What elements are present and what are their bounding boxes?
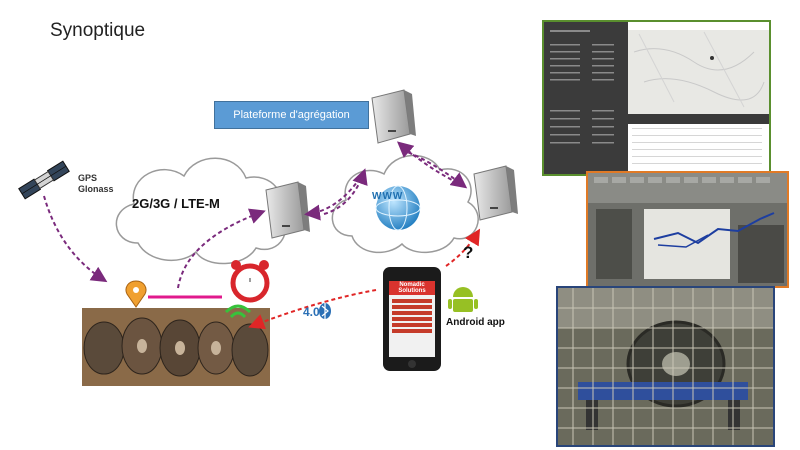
phone-app-brand-line1: Nomadic: [399, 282, 425, 288]
gps-label-line2: Glonass: [78, 184, 114, 194]
bluetooth-version-label: 4.0: [303, 305, 320, 319]
svg-text:II: II: [249, 278, 252, 284]
cellular-cloud: [115, 157, 286, 265]
android-app-label: Android app: [446, 317, 505, 328]
reel-cage-graphic: [558, 288, 773, 445]
cable-reels-image: [82, 308, 270, 386]
location-pin-icon: [125, 280, 147, 308]
dashboard-screenshot-image: [544, 22, 769, 174]
bluetooth-icon: [319, 303, 331, 319]
wifi-icon: [224, 304, 252, 319]
android-icon: [448, 287, 478, 312]
question-mark: ?: [463, 243, 474, 262]
aerial-map-graphic: [588, 173, 787, 286]
reel-cage-photo: [556, 286, 775, 447]
platform-link-arrow-b: [396, 141, 465, 187]
platform-link-arrow-a: [401, 149, 468, 189]
server-icon: [371, 89, 416, 144]
gps-arrow: [43, 195, 108, 283]
uplink-arrow: [177, 208, 266, 289]
phone-app-brand: Nomadic Solutions: [390, 282, 434, 294]
dashboard-screenshot: [542, 20, 771, 176]
connection-arrows: [43, 141, 481, 330]
alarm-clock-icon: II: [230, 260, 270, 303]
satellite-icon: [18, 160, 70, 200]
server-link-arrow-b: [304, 171, 365, 221]
server-icon: [473, 165, 518, 221]
gps-label: GPS Glonass: [78, 173, 114, 195]
aerial-map-image: [586, 171, 789, 288]
phone-app-brand-line2: Solutions: [398, 288, 426, 294]
phone-to-server-arrow: [445, 228, 481, 267]
internet-label: WWW: [372, 191, 404, 202]
server-icon: [265, 181, 310, 239]
smartphone-icon: [383, 267, 441, 371]
page-title: Synoptique: [50, 20, 146, 41]
clock-text: II: [249, 278, 252, 284]
aggregation-platform-box: Plateforme d'agrégation: [214, 101, 369, 129]
cellular-network-label: 2G/3G / LTE-M: [132, 196, 220, 211]
globe-icon: [375, 185, 421, 231]
server-link-arrow-a: [323, 168, 368, 215]
ble-arrow: [248, 289, 377, 330]
gps-label-line1: GPS: [78, 173, 98, 183]
